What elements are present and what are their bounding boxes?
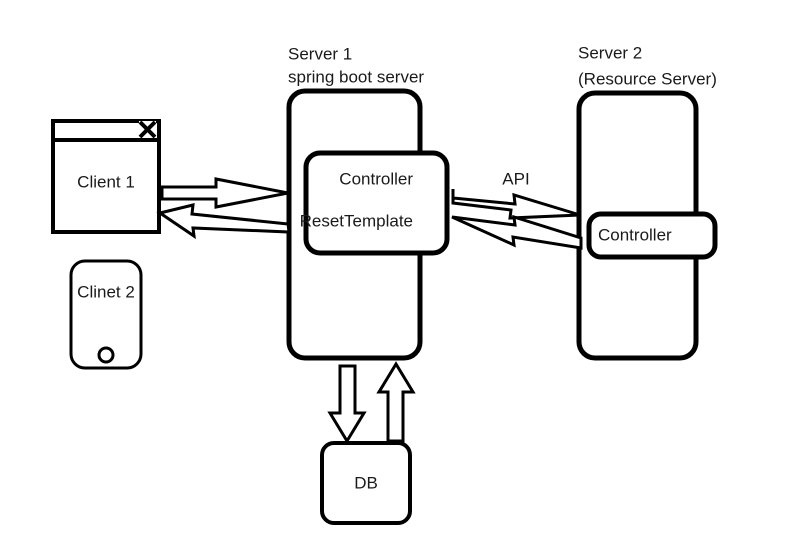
- server1-caption-line2: spring boot server: [288, 67, 424, 86]
- server2-caption-line2: (Resource Server): [578, 69, 717, 88]
- arrow-server1-to-db: [327, 364, 367, 444]
- close-icon[interactable]: [138, 120, 157, 139]
- server1-inner-component[interactable]: Controller ResetTemplate: [300, 150, 450, 256]
- arrow-server2-to-server1: [451, 214, 583, 250]
- client2-label: Clinet 2: [77, 282, 135, 301]
- arrow-server-to-client: [156, 203, 291, 240]
- api-label: API: [502, 169, 529, 188]
- arrow-server1-to-server2: [451, 189, 581, 220]
- client1-window[interactable]: Client 1: [51, 119, 161, 234]
- server1-inner-label-resettemplate: ResetTemplate: [300, 211, 413, 230]
- arrow-db-to-server1: [376, 361, 416, 443]
- db-label: DB: [354, 473, 378, 492]
- server1-caption-line1: Server 1: [288, 44, 352, 63]
- client1-label: Client 1: [77, 172, 135, 191]
- server2-caption-line1: Server 2: [578, 43, 642, 62]
- server1-inner-label-controller: Controller: [339, 169, 413, 188]
- server2-inner-component[interactable]: Controller: [586, 211, 718, 260]
- db-node[interactable]: DB: [320, 441, 412, 525]
- server2-inner-box: [586, 211, 718, 260]
- server2-group[interactable]: Server 2 (Resource Server): [576, 43, 717, 361]
- client2-home-button: [97, 346, 115, 364]
- client2-phone[interactable]: Clinet 2: [69, 259, 143, 370]
- arrow-client-to-server: [160, 177, 289, 209]
- server1-inner-box: [303, 150, 450, 256]
- server2-inner-label-controller: Controller: [598, 225, 672, 244]
- client1-body: [51, 138, 161, 234]
- db-box: [320, 441, 412, 525]
- client2-body: [69, 259, 143, 370]
